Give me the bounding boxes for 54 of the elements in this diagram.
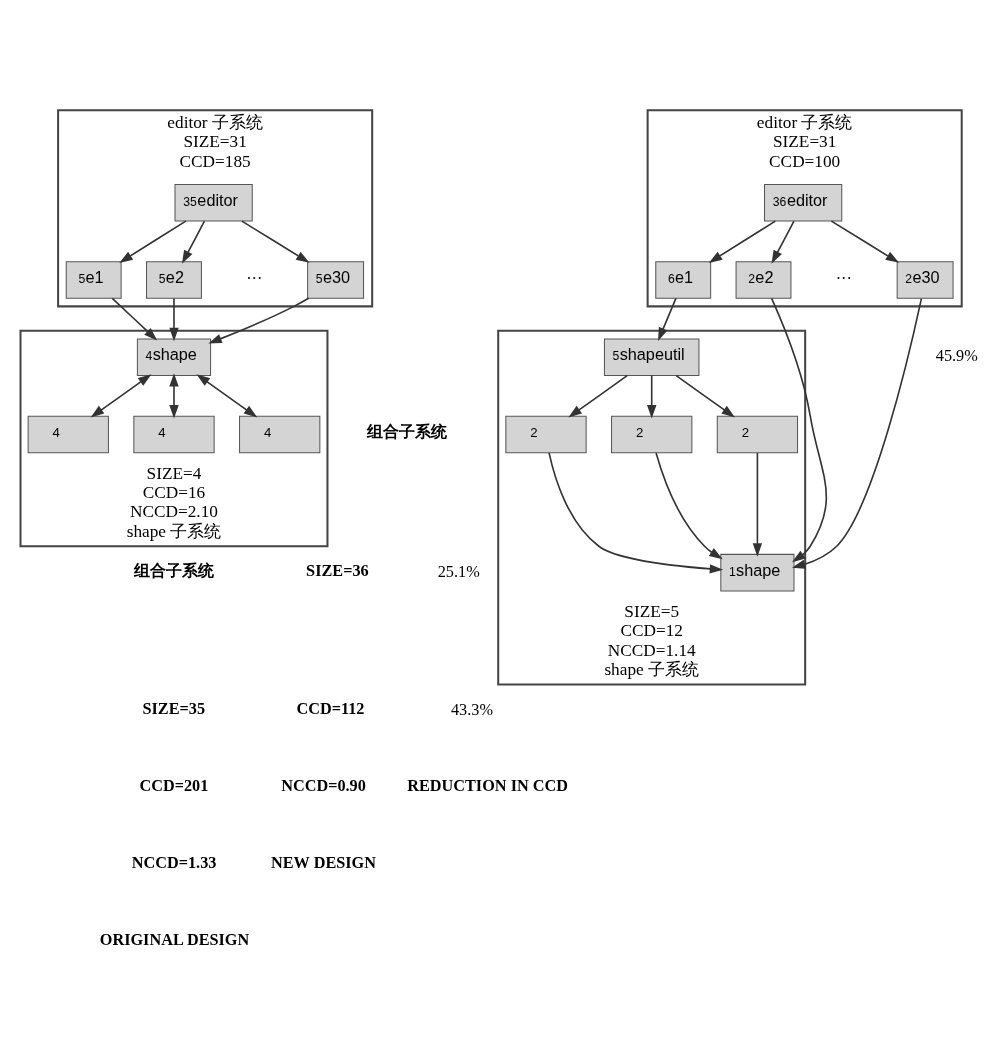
node-box: 5shapeutil bbox=[603, 337, 700, 376]
node-box: 5e30 bbox=[307, 260, 365, 299]
label: ··· bbox=[246, 269, 263, 288]
node-box: 2e2 bbox=[735, 260, 792, 299]
node-box: 35editor bbox=[174, 183, 253, 221]
label: REDUCTION IN CCD bbox=[407, 776, 568, 795]
label: CCD=112 bbox=[296, 699, 365, 718]
label: SIZE=36 bbox=[306, 561, 369, 580]
node-box: 2e30 bbox=[896, 260, 954, 299]
arrow bbox=[647, 374, 657, 419]
label: 45.9% bbox=[935, 346, 978, 365]
arrow bbox=[830, 219, 900, 263]
arrow bbox=[169, 297, 179, 341]
node-box: 2 bbox=[611, 415, 693, 453]
label: NEW DESIGN bbox=[271, 853, 376, 872]
label: ORIGINAL DESIGN bbox=[99, 930, 250, 949]
arrow bbox=[770, 297, 828, 562]
node-box: 4shape bbox=[136, 337, 212, 376]
arrow bbox=[752, 451, 763, 557]
arrow bbox=[241, 219, 310, 263]
label: ··· bbox=[835, 269, 852, 288]
arrow bbox=[708, 219, 777, 263]
arrow bbox=[208, 296, 310, 344]
label: NCCD=1.33 bbox=[131, 853, 217, 872]
arrow bbox=[111, 297, 158, 340]
node-box: 4 bbox=[133, 415, 215, 453]
label: SIZE=35 bbox=[142, 699, 206, 718]
label: 组合子系统 bbox=[366, 422, 447, 441]
arrow bbox=[771, 219, 795, 264]
node-box: 4 bbox=[27, 415, 109, 453]
node-box: 1shape bbox=[720, 553, 795, 591]
arrow bbox=[169, 372, 179, 419]
label: 组合子系统 bbox=[133, 561, 214, 580]
label: NCCD=0.90 bbox=[281, 776, 366, 795]
arrow bbox=[196, 373, 258, 417]
node-box: 6e1 bbox=[655, 260, 712, 299]
arrow bbox=[119, 219, 187, 263]
label: 25.1% bbox=[437, 562, 480, 581]
label: 43.3% bbox=[450, 700, 493, 719]
arrow bbox=[791, 297, 923, 569]
arrow bbox=[658, 297, 677, 341]
arrow bbox=[182, 219, 206, 264]
node-box: 4 bbox=[239, 415, 321, 453]
node-box: 5e1 bbox=[65, 260, 122, 299]
arrow bbox=[675, 374, 736, 417]
arrow bbox=[655, 451, 723, 559]
node-box: 5e2 bbox=[146, 260, 202, 299]
label: CCD=201 bbox=[139, 776, 209, 795]
node-box: 36editor bbox=[764, 183, 843, 221]
node-box: 2 bbox=[716, 415, 799, 453]
arrow bbox=[90, 373, 152, 417]
node-box: 2 bbox=[505, 415, 587, 453]
arrow bbox=[548, 451, 724, 574]
arrow bbox=[568, 374, 628, 417]
